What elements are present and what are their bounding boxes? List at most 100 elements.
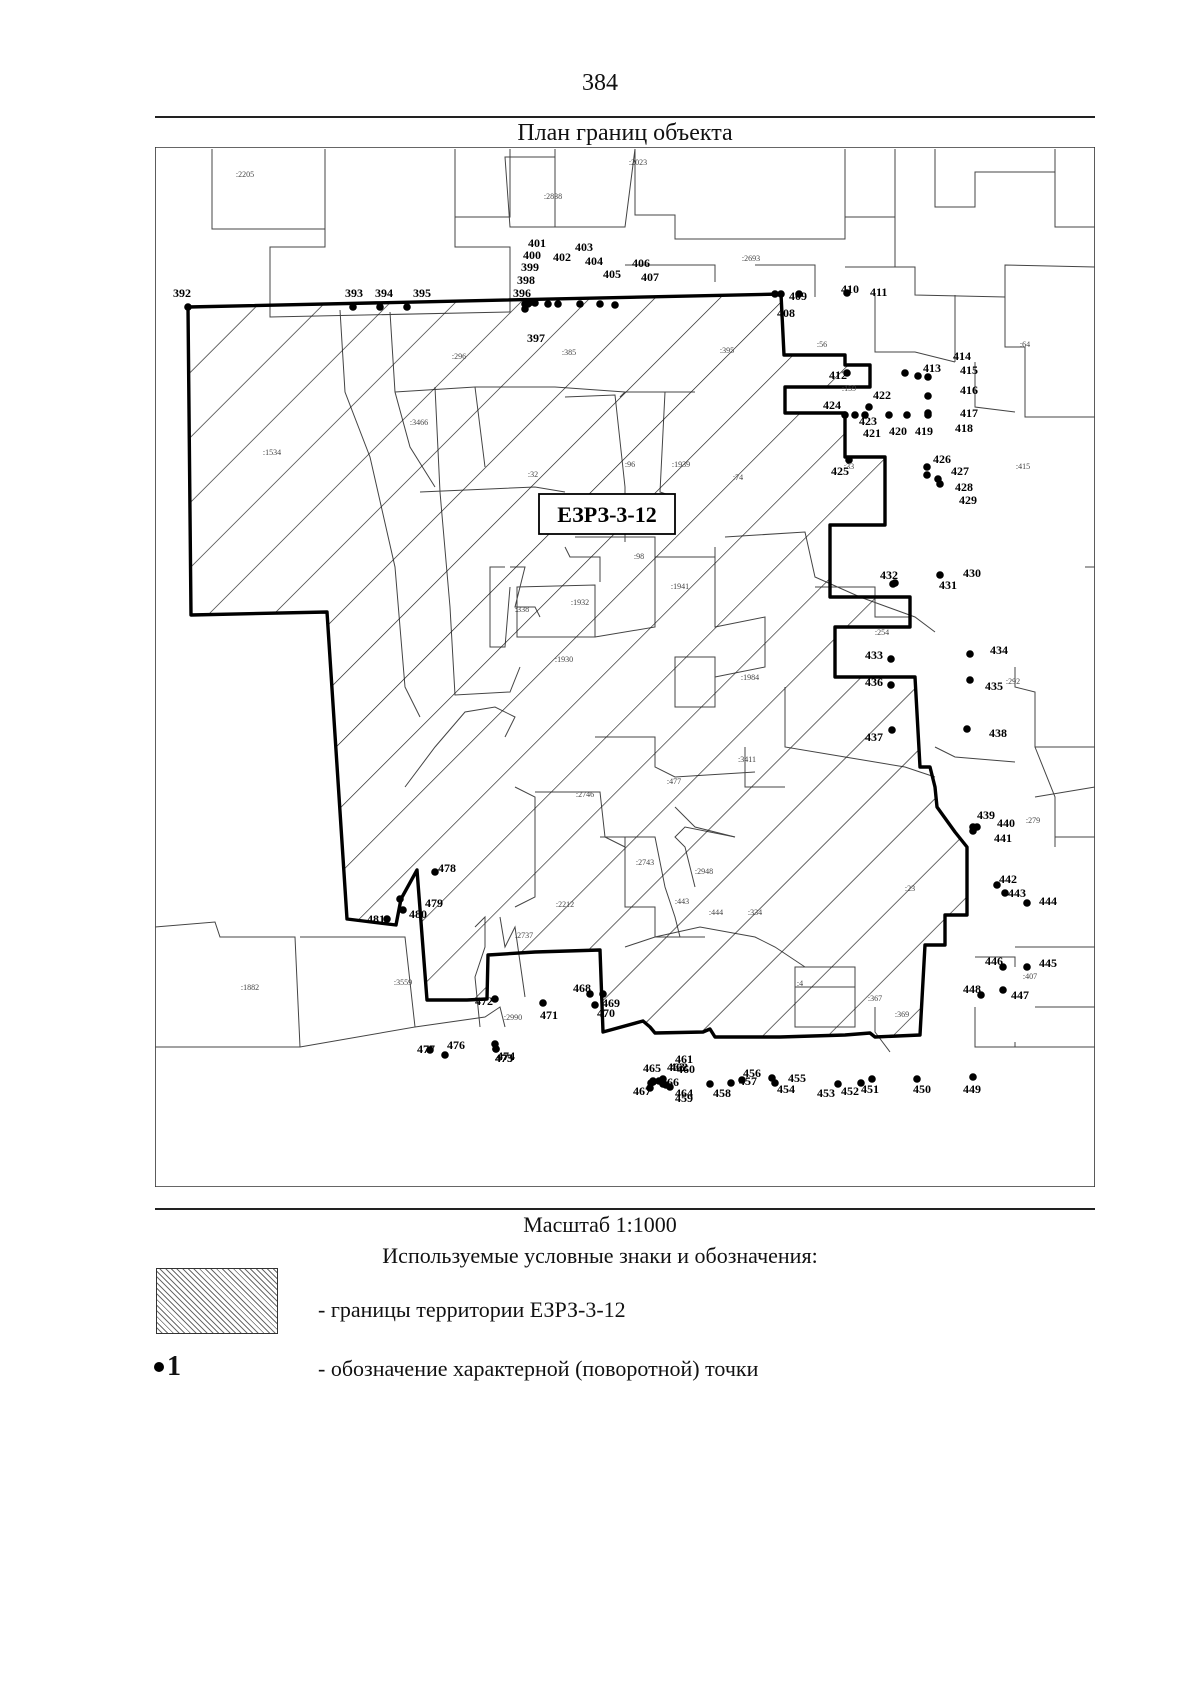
boundary-point-label: 421 [863, 426, 881, 440]
boundary-point-dot [491, 995, 499, 1003]
legend-point-text: - обозначение характерной (поворотной) т… [318, 1356, 759, 1381]
boundary-point-label: 441 [994, 831, 1012, 845]
parcel-label: :395 [720, 346, 734, 355]
map-title: План границ объекта [517, 120, 733, 146]
boundary-point-dot [887, 655, 895, 663]
parcel-label: :444 [709, 908, 723, 917]
boundary-point-dot [861, 411, 869, 419]
boundary-point-label: 392 [173, 286, 191, 300]
boundary-point-dot [993, 881, 1001, 889]
boundary-point-label: 455 [788, 1071, 806, 1085]
boundary-point-dot [885, 411, 893, 419]
legend-point-number: 1 [167, 1351, 181, 1382]
boundary-point-dot [376, 303, 384, 311]
boundary-point-dot [611, 301, 619, 309]
parcel-label: :369 [895, 1010, 909, 1019]
boundary-point-dot [599, 990, 607, 998]
boundary-point-dot [999, 986, 1007, 994]
scale-rule [155, 1208, 1095, 1210]
boundary-point-dot [426, 1046, 434, 1054]
legend-hatch-swatch [156, 1268, 278, 1334]
boundary-point-label: 452 [841, 1084, 859, 1098]
parcel-labels: :2205:2023:2838:2693:296:385:395:56:64:1… [236, 158, 1040, 1022]
parcel-label: :443 [675, 897, 689, 906]
parcel-label: :2693 [742, 254, 760, 263]
boundary-point-dot [969, 1073, 977, 1081]
zone-label-box [538, 493, 676, 535]
boundary-point-label: 419 [915, 424, 933, 438]
boundary-point-dot [591, 1001, 599, 1009]
boundary-point-label: 467 [633, 1084, 651, 1098]
boundary-point-dot [576, 300, 584, 308]
boundary-point-dot [706, 1080, 714, 1088]
boundary-point-label: 394 [375, 286, 393, 300]
parcel-label: :74 [733, 473, 743, 482]
boundary-point-dot [1001, 889, 1009, 897]
boundary-point-label: 407 [641, 270, 659, 284]
boundary-point-label: 431 [939, 578, 957, 592]
boundary-point-dot [969, 827, 977, 835]
page-number: 384 [582, 70, 618, 96]
parcel-label: :2212 [556, 900, 574, 909]
boundary-point-dot [646, 1084, 654, 1092]
boundary-point-label: 453 [817, 1086, 835, 1100]
legend-title: Используемые условные знаки и обозначени… [382, 1243, 818, 1268]
boundary-point-label: 420 [889, 424, 907, 438]
parcel-label: :4 [797, 979, 803, 988]
boundary-point-dot [184, 303, 192, 311]
parcel-label: :279 [1026, 816, 1040, 825]
legend-point-symbol: 1 [154, 1351, 181, 1383]
parcel-label: :3411 [738, 755, 756, 764]
boundary-point-label: 436 [865, 675, 883, 689]
boundary-point-label: 460 [677, 1062, 695, 1076]
boundary-point-dot [662, 1081, 670, 1089]
boundary-point-dot [923, 463, 931, 471]
boundary-point-label: 443 [1008, 886, 1026, 900]
scale-text: Масштаб 1:1000 [523, 1212, 677, 1237]
boundary-point-label: 396 [513, 286, 531, 300]
parcel-label: :32 [528, 470, 538, 479]
boundary-point-label: 432 [880, 568, 898, 582]
boundary-point-label: 456 [743, 1066, 761, 1080]
boundary-point-dot [936, 480, 944, 488]
boundary-point-dot [841, 411, 849, 419]
boundary-point-label: 399 [521, 260, 539, 274]
boundary-point-dot [1023, 899, 1031, 907]
parcel-label: :1930 [555, 655, 573, 664]
boundary-point-label: 418 [955, 421, 973, 435]
boundary-point-label: 433 [865, 648, 883, 662]
boundary-point-dot [441, 1051, 449, 1059]
parcel-label: :292 [1006, 677, 1020, 686]
parcel-label: :1932 [571, 598, 589, 607]
boundary-point-dot [966, 650, 974, 658]
boundary-point-dot [901, 369, 909, 377]
boundary-point-label: 459 [675, 1091, 693, 1105]
parcel-label: :296 [452, 352, 466, 361]
boundary-point-label: 480 [409, 907, 427, 921]
parcel-label: :367 [868, 994, 882, 1003]
parcel-label: :1984 [741, 673, 759, 682]
boundary-point-label: 448 [963, 982, 981, 996]
boundary-point-dot [977, 991, 985, 999]
parcel-label: :23 [905, 884, 915, 893]
parcel-label: :1882 [241, 983, 259, 992]
parcel-label: :159 [842, 384, 856, 393]
boundary-point-label: 468 [573, 981, 591, 995]
boundary-point-label: 442 [999, 872, 1017, 886]
boundary-point-label: 397 [527, 331, 545, 345]
boundary-point-dot [843, 289, 851, 297]
boundary-point-label: 440 [997, 816, 1015, 830]
boundary-point-dot [963, 725, 971, 733]
boundary-point-dot [845, 456, 853, 464]
parcel-label: :254 [875, 628, 889, 637]
boundary-point-dot [889, 580, 897, 588]
boundary-point-label: 400 [523, 248, 541, 262]
boundary-point-label: 451 [861, 1082, 879, 1096]
boundary-point-label: 415 [960, 363, 978, 377]
territory-hatched-area [186, 292, 969, 1039]
parcel-label: :407 [1023, 972, 1037, 981]
boundary-point-dot [655, 1077, 663, 1085]
parcel-label: :98 [634, 552, 644, 561]
boundary-point-dot [492, 1045, 500, 1053]
boundary-point-label: 406 [632, 256, 650, 270]
